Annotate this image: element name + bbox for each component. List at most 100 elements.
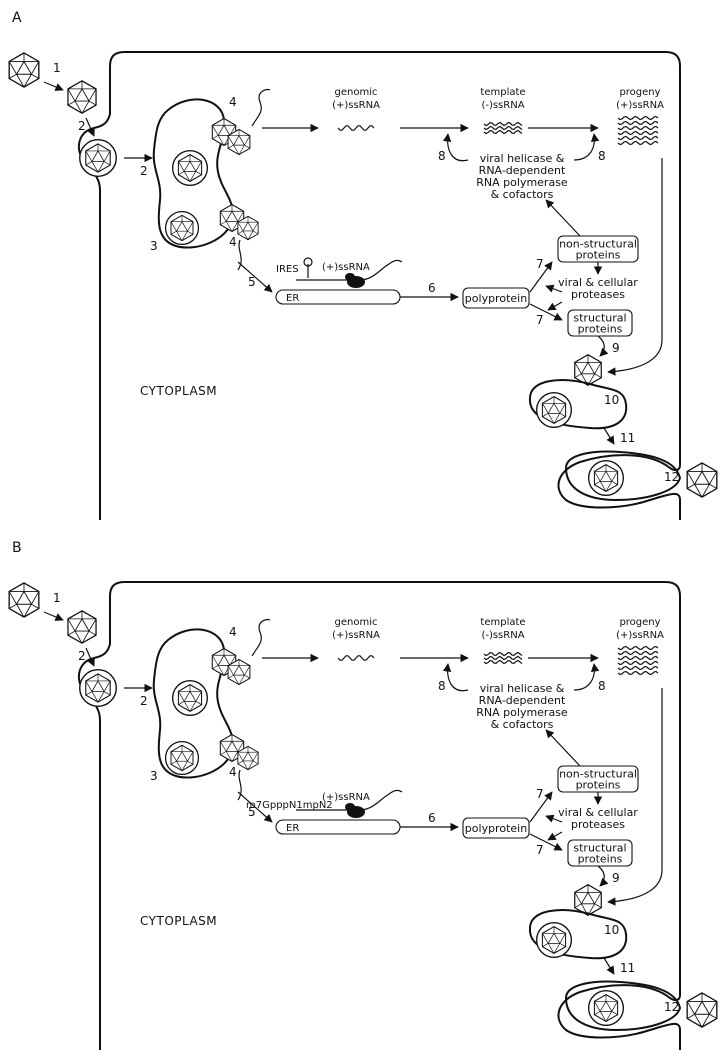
proteases-label: viral & cellular: [558, 276, 638, 289]
structural-box-outline: [567, 309, 633, 337]
step-number: 1: [53, 591, 61, 605]
arrow-protease-left-upper: [545, 814, 563, 823]
replicase-label: RNA-dependent: [479, 694, 566, 707]
arrow-step-8-right: [573, 133, 600, 161]
replicase-label: & cofactors: [491, 718, 554, 731]
cell-membrane: [77, 581, 681, 1050]
step-number: 7: [536, 257, 544, 271]
ires-structure: [303, 257, 313, 278]
structural-box-line: structural: [573, 842, 626, 855]
released-rna-strand-upper: [251, 88, 271, 127]
arrow-structural-to-assembly: [597, 865, 609, 887]
template-rna-wave: [483, 655, 523, 661]
polyprotein-box-outline: [462, 287, 530, 309]
panel-B: Bgenomic(+)ssRNAtemplate(-)ssRNAprogeny(…: [8, 540, 718, 1050]
proteases-label: proteases: [571, 288, 625, 301]
template-rna-wave: [483, 651, 523, 657]
template-rna-wave: [483, 125, 523, 131]
structural-box-line: structural: [573, 312, 626, 325]
endosome-virion-upper: [173, 681, 208, 716]
non-structural-box-line: proteins: [576, 249, 621, 262]
replicase-label: RNA polymerase: [476, 706, 568, 719]
polyprotein-box-line: polyprotein: [465, 822, 527, 835]
step-number: 7: [536, 313, 544, 327]
translated-rna-label: (+)ssRNA: [322, 262, 370, 273]
progeny-rna-wave: [617, 140, 659, 146]
replicase-label: viral helicase &: [480, 682, 565, 695]
release-vesicle-virion: [589, 991, 624, 1026]
panel-label: B: [12, 540, 22, 556]
cytoplasm-label: CYTOPLASM: [140, 384, 217, 398]
progeny-label: progeny: [619, 617, 660, 628]
translated-rna-strand: [296, 789, 403, 811]
non-structural-box-line: non-structural: [559, 238, 637, 251]
polyprotein-box-line: polyprotein: [465, 292, 527, 305]
step-number: 5: [248, 275, 256, 289]
bound-virion: [67, 80, 97, 114]
genomic-label: (+)ssRNA: [332, 100, 380, 111]
template-rna-wave: [483, 129, 523, 135]
step-number: 2: [78, 649, 86, 663]
step-number: 6: [428, 281, 436, 295]
polyprotein-box-outline: [462, 817, 530, 839]
arrow-step-8-right: [573, 663, 600, 691]
step-number: 8: [598, 679, 606, 693]
arrow-protease-left-lower: [547, 301, 563, 311]
polyprotein-box: polyprotein: [462, 817, 530, 839]
bound-virion: [67, 610, 97, 644]
genomic-rna-wave: [337, 125, 375, 131]
arrow-step-7-upper: [529, 261, 553, 293]
arrow-protease-left-lower: [547, 831, 563, 841]
step-number: 11: [620, 961, 635, 975]
step-number: 9: [612, 871, 620, 885]
polyprotein-box: polyprotein: [462, 287, 530, 309]
progeny-label: (+)ssRNA: [616, 100, 664, 111]
step-number: 7: [536, 843, 544, 857]
release-vesicle-virion: [589, 461, 624, 496]
template-label: (-)ssRNA: [481, 100, 524, 111]
progeny-rna-wave: [617, 115, 659, 121]
structural-box-outline: [567, 839, 633, 867]
replicase-label: RNA-dependent: [479, 164, 566, 177]
progeny-rna-wave: [617, 670, 659, 676]
step-number: 9: [612, 341, 620, 355]
step-number: 12: [664, 470, 679, 484]
step-number: 12: [664, 1000, 679, 1014]
step-number: 3: [150, 769, 158, 783]
progeny-rna-wave: [617, 130, 659, 136]
step-number: 2: [140, 164, 148, 178]
arrow-step-5: [237, 261, 273, 293]
ribosome-small-subunit: [345, 803, 355, 811]
structural-box-line: proteins: [578, 853, 623, 866]
replicase-label: viral helicase &: [480, 152, 565, 165]
released-virion: [686, 462, 718, 498]
cap-label: m7GpppN1mpN2: [246, 800, 333, 811]
step-number: 4: [229, 95, 237, 109]
released-rna-strand-upper: [251, 618, 271, 657]
step-number: 2: [78, 119, 86, 133]
step-number: 4: [229, 235, 237, 249]
step-number: 10: [604, 393, 619, 407]
er-label: ER: [286, 293, 299, 304]
arrow-to-replicase: [545, 729, 581, 767]
progeny-rna-wave: [617, 655, 659, 661]
arrow-structural-to-assembly: [597, 335, 609, 357]
non-structural-box-line: proteins: [576, 779, 621, 792]
step-number: 7: [536, 787, 544, 801]
arrow-step-7-lower: [529, 303, 563, 321]
released-rna-strand-lower: [237, 769, 242, 801]
progeny-rna-wave: [617, 650, 659, 656]
genomic-label: genomic: [335, 87, 378, 98]
arrow-step-1: [43, 81, 64, 91]
endocytosed-virion: [80, 140, 117, 177]
released-virion: [686, 992, 718, 1028]
er-label: ER: [286, 823, 299, 834]
progeny-rna-wave: [617, 665, 659, 671]
step-number: 10: [604, 923, 619, 937]
arrow-step-7-upper: [529, 791, 553, 823]
progeny-rna-wave: [617, 120, 659, 126]
template-rna-wave: [483, 659, 523, 665]
endocytosed-virion: [80, 670, 117, 707]
